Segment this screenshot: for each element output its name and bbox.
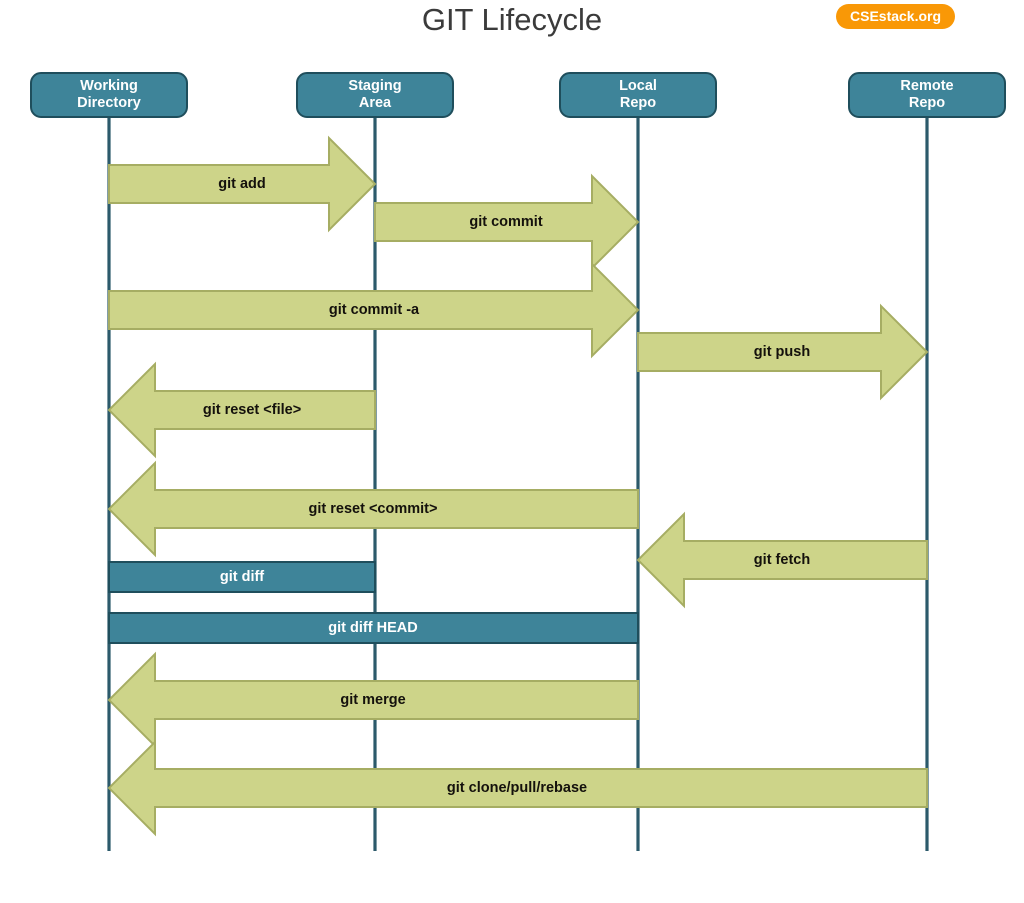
page-title: GIT Lifecycle	[421, 2, 603, 37]
message-arrow-git-clone-pull-rebase	[107, 739, 928, 837]
lane-header-line1: Working	[80, 78, 138, 94]
message-bar-git-diff-head	[108, 612, 639, 644]
message-arrow-git-fetch	[636, 511, 928, 609]
csestack-badge: CSEstack.org	[836, 4, 956, 29]
message-arrow-git-commit-a	[108, 261, 640, 359]
lane-header-line1: Remote	[900, 78, 954, 94]
message-arrow-git-reset-file	[107, 361, 376, 459]
message-arrow-git-merge	[107, 651, 639, 749]
message-bar-git-diff	[108, 561, 376, 593]
lane-header-line2: Repo	[908, 95, 946, 111]
message-arrow-git-reset-commit	[107, 460, 639, 558]
lane-header-line1: Staging	[348, 78, 402, 94]
lane-header-line1: Local	[619, 78, 657, 94]
message-arrow-git-push	[637, 303, 929, 401]
lane-header-line2: Repo	[619, 95, 657, 111]
lane-header-line2: Area	[358, 95, 392, 111]
message-arrow-git-add	[108, 135, 377, 233]
message-arrow-git-commit	[374, 173, 640, 271]
lane-header-line2: Directory	[77, 95, 141, 111]
